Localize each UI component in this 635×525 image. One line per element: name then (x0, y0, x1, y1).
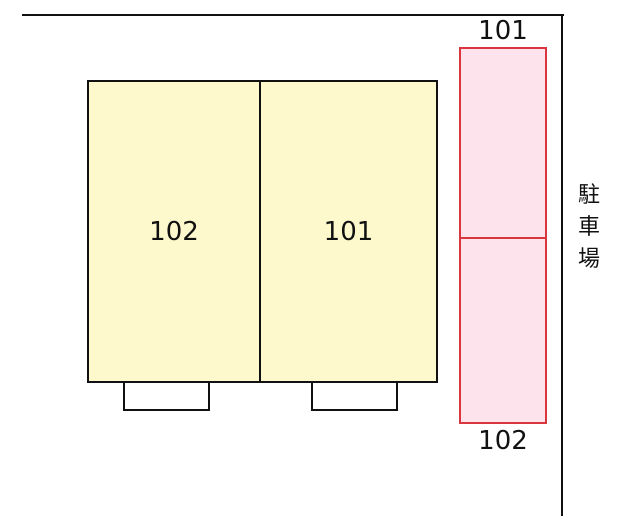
parking-space-102 (459, 237, 547, 424)
parking-area-label: 駐 車 場 (577, 183, 600, 272)
parking-space-101 (459, 47, 547, 239)
parking-label-102: 102 (478, 426, 528, 456)
boundary-line-top (22, 14, 564, 16)
unit-label: 101 (323, 216, 374, 247)
unit-102: 102 (87, 80, 261, 383)
entrance-step-102 (123, 381, 210, 411)
parking-label-101: 101 (478, 16, 528, 46)
entrance-step-101 (311, 381, 398, 411)
unit-101: 101 (259, 80, 438, 383)
unit-label: 102 (149, 216, 199, 247)
boundary-line-right (561, 14, 563, 516)
